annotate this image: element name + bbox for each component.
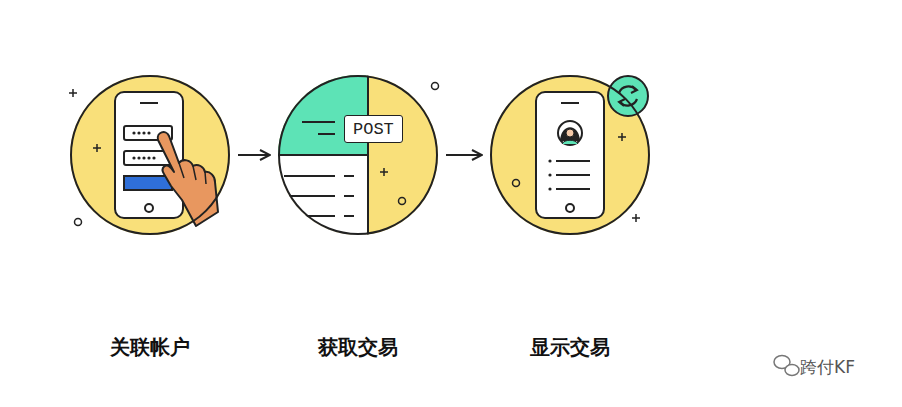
list-dots [548,159,551,190]
flow-arrow [446,154,482,156]
hand-creases [179,163,206,184]
step-label: 显示交易 [530,334,610,361]
password-dots [132,131,155,159]
watermark: 跨付KF [800,356,855,379]
step-circle: 关联帐户 [70,75,230,235]
step-label: 获取交易 [318,334,398,361]
method-label: POST [353,120,394,139]
step-circle: 获取交易POST [278,75,438,235]
refresh-badge [608,76,648,116]
profile-phone [536,92,604,218]
flow-arrow [238,154,270,156]
circle-fill [70,75,230,235]
circle-outline [70,75,230,235]
post-box: POST [344,115,403,143]
hand [158,132,218,226]
watermark-icon [774,356,799,376]
data-panels [278,75,368,235]
circle-fill [278,75,438,235]
step-circle: 显示交易 [490,75,650,235]
step-label: 关联帐户 [110,334,190,361]
circle-outline [490,75,650,235]
circle-fill [490,75,650,235]
decorations [69,83,640,226]
circle-outline [278,75,438,235]
